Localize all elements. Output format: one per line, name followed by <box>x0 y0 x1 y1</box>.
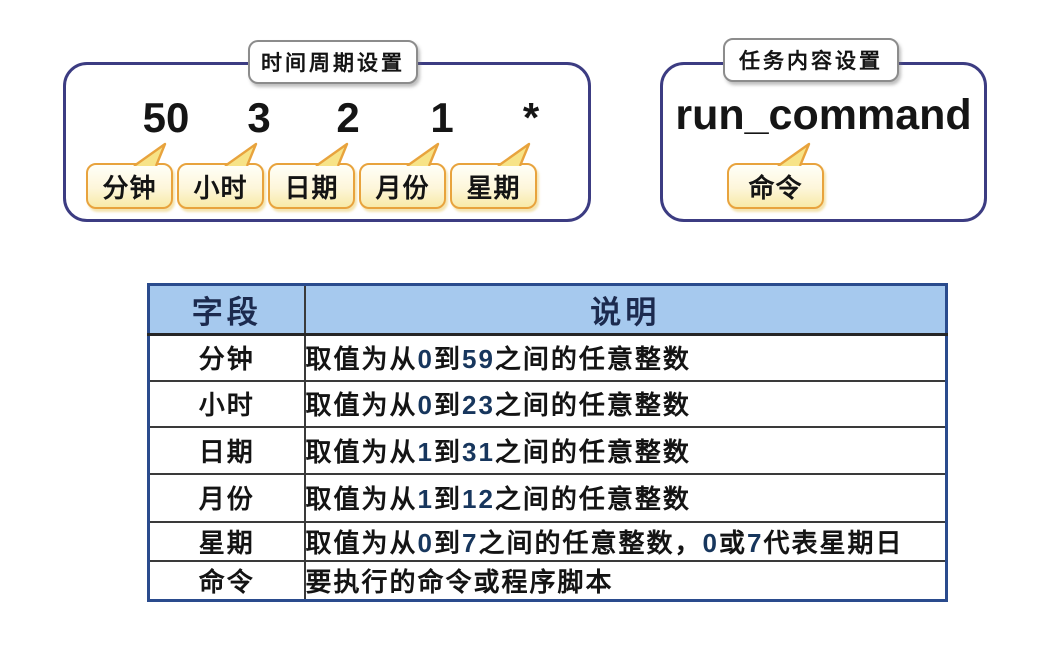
field-cell: 小时 <box>147 379 306 428</box>
field-callout-label: 小时 <box>177 163 264 209</box>
description-column-header: 说明 <box>303 283 948 336</box>
field-column-header: 字段 <box>147 283 306 336</box>
time-period-box-title: 时间周期设置 <box>248 40 418 84</box>
description-cell: 要执行的命令或程序脚本 <box>303 559 948 601</box>
command-value: run_command <box>675 91 972 139</box>
table-row: 星期取值为从0到7之间的任意整数，0或7代表星期日 <box>147 520 948 562</box>
table-header-row: 字段 说明 <box>147 283 948 336</box>
table-row: 分钟取值为从0到59之间的任意整数 <box>147 333 948 382</box>
field-cell: 分钟 <box>147 333 306 382</box>
cron-fields-table: 字段 说明 分钟取值为从0到59之间的任意整数小时取值为从0到23之间的任意整数… <box>147 283 948 602</box>
command-callout-label: 命令 <box>727 163 824 209</box>
field-cell: 月份 <box>147 472 306 523</box>
field-callout: 星期 <box>450 142 537 209</box>
description-cell: 取值为从0到59之间的任意整数 <box>303 333 948 382</box>
table-row: 月份取值为从1到12之间的任意整数 <box>147 472 948 523</box>
field-callout-label: 月份 <box>359 163 446 209</box>
field-callout-label: 日期 <box>268 163 355 209</box>
callout-tail-icon <box>497 142 531 166</box>
table-row: 日期取值为从1到31之间的任意整数 <box>147 425 948 475</box>
table-row: 小时取值为从0到23之间的任意整数 <box>147 379 948 428</box>
command-callout: 命令 <box>727 142 824 209</box>
field-callout-label: 分钟 <box>86 163 173 209</box>
description-cell: 取值为从0到7之间的任意整数，0或7代表星期日 <box>303 520 948 562</box>
cron-value: 50 <box>142 94 190 141</box>
callout-tail-icon <box>224 142 258 166</box>
task-content-box: 任务内容设置 run_command 命令 <box>660 38 987 222</box>
time-period-box: 时间周期设置 50 3 2 1 * 分钟小时日期月份星期 <box>63 40 591 222</box>
cron-value: * <box>522 94 540 141</box>
callout-tail-icon <box>133 142 167 166</box>
callout-tail-icon <box>777 142 811 166</box>
field-cell: 星期 <box>147 520 306 562</box>
callout-tail-icon <box>315 142 349 166</box>
description-cell: 取值为从1到31之间的任意整数 <box>303 425 948 475</box>
description-cell: 取值为从1到12之间的任意整数 <box>303 472 948 523</box>
field-callout-label: 星期 <box>450 163 537 209</box>
callout-tail-icon <box>406 142 440 166</box>
field-callout: 月份 <box>359 142 446 209</box>
task-content-box-title: 任务内容设置 <box>723 38 899 82</box>
cron-field-callouts: 分钟小时日期月份星期 <box>66 65 588 219</box>
field-callout: 分钟 <box>86 142 173 209</box>
field-callout: 日期 <box>268 142 355 209</box>
cron-value: 1 <box>430 94 454 141</box>
field-callout: 小时 <box>177 142 264 209</box>
cron-value: 3 <box>247 94 271 141</box>
field-cell: 命令 <box>147 559 306 601</box>
table-row: 命令要执行的命令或程序脚本 <box>147 559 948 601</box>
description-cell: 取值为从0到23之间的任意整数 <box>303 379 948 428</box>
field-cell: 日期 <box>147 425 306 475</box>
cron-value: 2 <box>336 94 360 141</box>
cron-values-row: 50 3 2 1 * <box>66 65 588 219</box>
